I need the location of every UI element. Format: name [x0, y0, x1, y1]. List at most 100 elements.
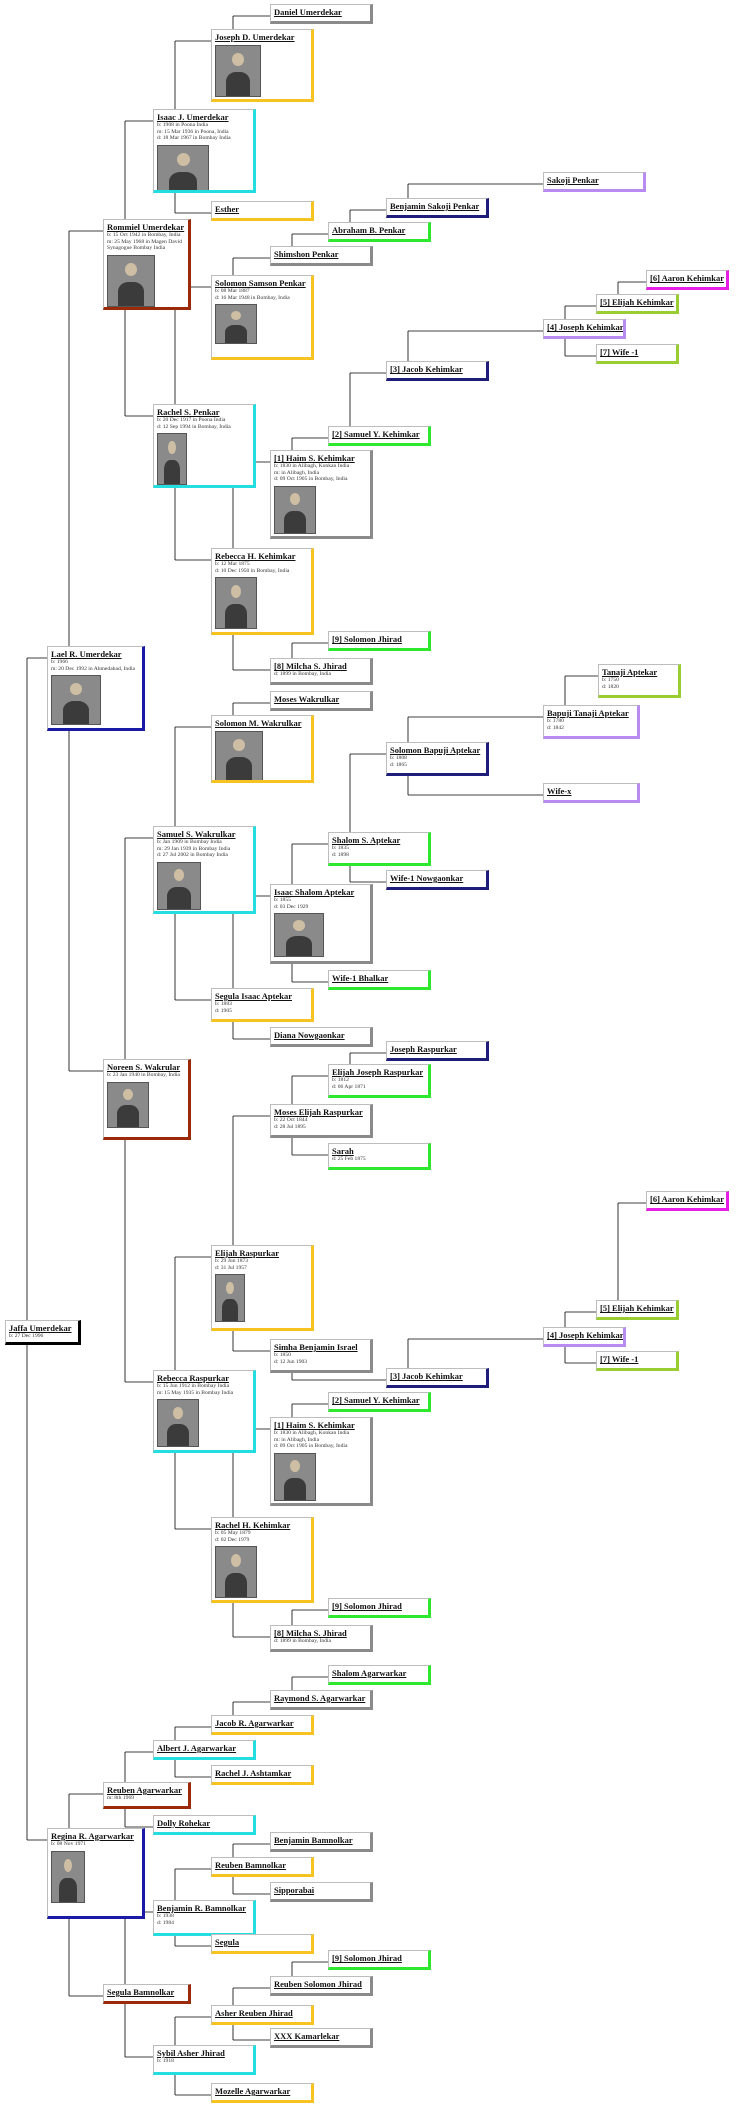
person-name-link[interactable]: Dolly Rohekar: [157, 1818, 211, 1828]
person-name-link[interactable]: Benjamin Sakoji Penkar: [390, 201, 480, 211]
person-card-9-solomon-jhirad[interactable]: [9] Solomon Jhirad: [328, 1950, 431, 1970]
person-card-7-wife-1[interactable]: [7] Wife -1: [596, 344, 679, 364]
person-name-link[interactable]: [4] Joseph Kehimkar: [547, 1330, 624, 1340]
person-card-daniel-umerdekar[interactable]: Daniel Umerdekar: [270, 4, 373, 24]
person-name-link[interactable]: Isaac J. Umerdekar: [157, 112, 229, 122]
person-card-esther[interactable]: Esther: [211, 201, 314, 221]
person-name-link[interactable]: [1] Haim S. Kehimkar: [274, 453, 355, 463]
person-name-link[interactable]: [7] Wife -1: [600, 1354, 639, 1364]
person-name-link[interactable]: Jaffa Umerdekar: [9, 1323, 72, 1333]
person-card-6-aaron-kehimkar[interactable]: [6] Aaron Kehimkar: [646, 1191, 729, 1211]
person-name-link[interactable]: [9] Solomon Jhirad: [332, 1953, 402, 1963]
person-name-link[interactable]: Benjamin R. Bamnolkar: [157, 1903, 247, 1913]
person-card-segula-bamnolkar[interactable]: Segula Bamnolkar: [103, 1984, 191, 2004]
person-name-link[interactable]: Samuel S. Wakrulkar: [157, 829, 236, 839]
person-card-moses-wakrulkar[interactable]: Moses Wakrulkar: [270, 691, 373, 711]
person-name-link[interactable]: [2] Samuel Y. Kehimkar: [332, 429, 420, 439]
person-card-5-elijah-kehimkar[interactable]: [5] Elijah Kehimkar: [596, 294, 679, 314]
person-card-wife-x[interactable]: Wife-x: [543, 783, 640, 803]
person-name-link[interactable]: Elijah Raspurkar: [215, 1248, 279, 1258]
person-name-link[interactable]: Segula Isaac Aptekar: [215, 991, 292, 1001]
person-name-link[interactable]: Moses Elijah Raspurkar: [274, 1107, 363, 1117]
person-name-link[interactable]: Shalom Agarwarkar: [332, 1668, 407, 1678]
person-card-solomon-m-wakrulkar[interactable]: Solomon M. Wakrulkar: [211, 715, 314, 783]
person-name-link[interactable]: [7] Wife -1: [600, 347, 639, 357]
person-card-segula[interactable]: Segula: [211, 1934, 314, 1954]
person-name-link[interactable]: Reuben Agarwarkar: [107, 1785, 182, 1795]
person-card-reuben-bamnolkar[interactable]: Reuben Bamnolkar: [211, 1857, 314, 1877]
person-name-link[interactable]: [1] Haim S. Kehimkar: [274, 1420, 355, 1430]
person-name-link[interactable]: Regina R. Agarwarkar: [51, 1831, 134, 1841]
person-name-link[interactable]: Elijah Joseph Raspurkar: [332, 1067, 424, 1077]
person-name-link[interactable]: Noreen S. Wakrular: [107, 1062, 181, 1072]
person-name-link[interactable]: Lael R. Umerdekar: [51, 649, 122, 659]
person-name-link[interactable]: Joseph D. Umerdekar: [215, 32, 295, 42]
person-card-xxx-kamarlekar[interactable]: XXX Kamarlekar: [270, 2028, 373, 2048]
person-name-link[interactable]: [6] Aaron Kehimkar: [650, 273, 724, 283]
person-name-link[interactable]: [4] Joseph Kehimkar: [547, 322, 624, 332]
person-name-link[interactable]: Segula: [215, 1937, 240, 1947]
person-name-link[interactable]: Isaac Shalom Aptekar: [274, 887, 355, 897]
person-name-link[interactable]: [2] Samuel Y. Kehimkar: [332, 1395, 420, 1405]
person-card-abraham-b-penkar[interactable]: Abraham B. Penkar: [328, 222, 431, 242]
person-name-link[interactable]: Shimshon Penkar: [274, 249, 339, 259]
person-name-link[interactable]: Joseph Raspurkar: [390, 1044, 457, 1054]
person-card-sipporabai[interactable]: Sipporabai: [270, 1882, 373, 1902]
person-card-4-joseph-kehimkar[interactable]: [4] Joseph Kehimkar: [543, 1327, 626, 1347]
person-name-link[interactable]: Rachel H. Kehimkar: [215, 1520, 291, 1530]
person-card-wife-1-nowgaonkar[interactable]: Wife-1 Nowgaonkar: [386, 870, 489, 890]
person-name-link[interactable]: Moses Wakrulkar: [274, 694, 340, 704]
person-name-link[interactable]: Sakoji Penkar: [547, 175, 599, 185]
person-name-link[interactable]: Rachel S. Penkar: [157, 407, 220, 417]
person-card-benjamin-sakoji-penkar[interactable]: Benjamin Sakoji Penkar: [386, 198, 489, 218]
person-card-sakoji-penkar[interactable]: Sakoji Penkar: [543, 172, 646, 192]
person-name-link[interactable]: Rebecca Raspurkar: [157, 1373, 230, 1383]
person-name-link[interactable]: Benjamin Bamnolkar: [274, 1835, 353, 1845]
person-name-link[interactable]: Rommiel Umerdekar: [107, 222, 185, 232]
person-name-link[interactable]: [9] Solomon Jhirad: [332, 634, 402, 644]
person-card-reuben-solomon-jhirad[interactable]: Reuben Solomon Jhirad: [270, 1976, 373, 1996]
person-card-2-samuel-y-kehimkar[interactable]: [2] Samuel Y. Kehimkar: [328, 426, 431, 446]
person-name-link[interactable]: Sybil Asher Jhirad: [157, 2048, 225, 2058]
person-card-albert-j-agarwarkar[interactable]: Albert J. Agarwarkar: [153, 1740, 256, 1760]
person-name-link[interactable]: [5] Elijah Kehimkar: [600, 1303, 674, 1313]
person-name-link[interactable]: [5] Elijah Kehimkar: [600, 297, 674, 307]
person-name-link[interactable]: Sarah: [332, 1146, 354, 1156]
person-name-link[interactable]: XXX Kamarlekar: [274, 2031, 340, 2041]
person-name-link[interactable]: Tanaji Aptekar: [602, 667, 658, 677]
person-name-link[interactable]: [9] Solomon Jhirad: [332, 1601, 402, 1611]
person-card-dolly-rohekar[interactable]: Dolly Rohekar: [153, 1815, 256, 1835]
person-name-link[interactable]: Diana Nowgaonkar: [274, 1030, 345, 1040]
person-name-link[interactable]: Wife-1 Bhalkar: [332, 973, 389, 983]
person-name-link[interactable]: Esther: [215, 204, 240, 214]
person-name-link[interactable]: Segula Bamnolkar: [107, 1987, 175, 1997]
person-name-link[interactable]: Solomon Bapuji Aptekar: [390, 745, 481, 755]
person-card-3-jacob-kehimkar[interactable]: [3] Jacob Kehimkar: [386, 1368, 489, 1388]
person-name-link[interactable]: Daniel Umerdekar: [274, 7, 342, 17]
person-name-link[interactable]: Albert J. Agarwarkar: [157, 1743, 237, 1753]
person-card-shalom-agarwarkar[interactable]: Shalom Agarwarkar: [328, 1665, 431, 1685]
person-name-link[interactable]: Solomon M. Wakrulkar: [215, 718, 302, 728]
person-name-link[interactable]: Wife-1 Nowgaonkar: [390, 873, 464, 883]
